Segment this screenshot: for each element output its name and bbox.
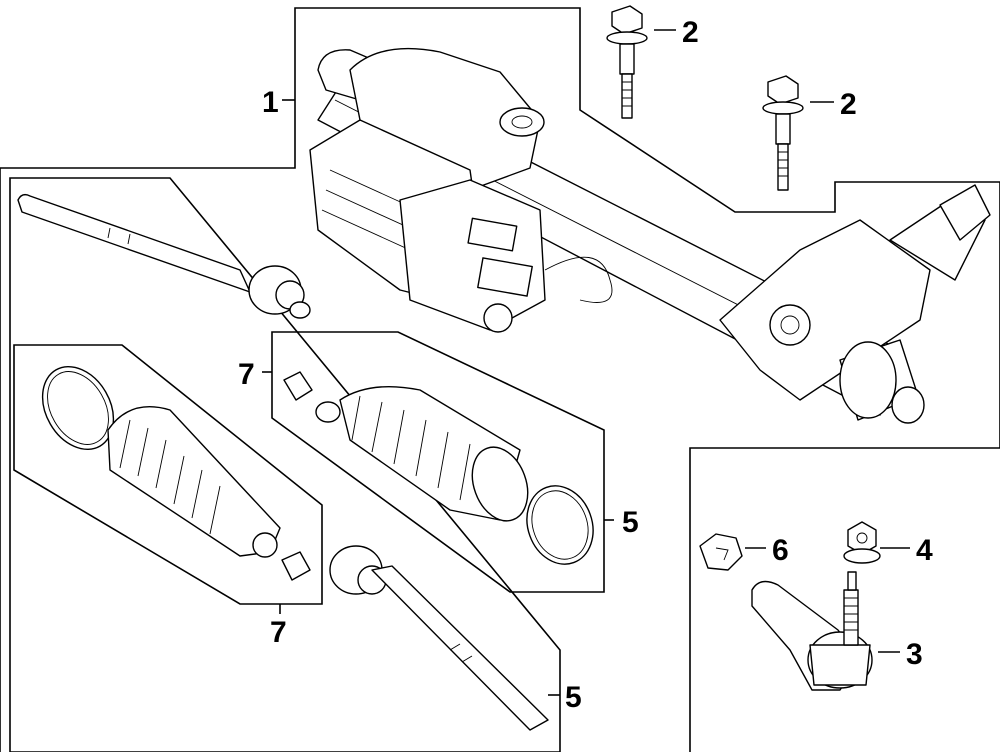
boot-left bbox=[41, 365, 311, 581]
right-boot-group-outline bbox=[271, 331, 605, 593]
inner-tie-rod-lower bbox=[329, 545, 549, 731]
tie-rod-end-nut bbox=[843, 521, 881, 564]
inner-tie-rod-upper bbox=[17, 193, 311, 319]
callout-7-upper: 7 bbox=[238, 358, 255, 391]
callout-6: 6 bbox=[772, 534, 789, 567]
jam-nut bbox=[699, 533, 743, 571]
group-outlines bbox=[0, 7, 1000, 752]
callout-1: 1 bbox=[262, 86, 279, 119]
steering-gear-group-outline bbox=[0, 7, 1000, 752]
outer-tie-rod-end bbox=[751, 571, 873, 691]
left-boot-group-outline bbox=[13, 344, 323, 605]
callout-5-right-boot: 5 bbox=[622, 506, 639, 539]
boot-right bbox=[283, 371, 594, 565]
mounting-bolt-lower bbox=[762, 75, 804, 191]
callout-4: 4 bbox=[916, 534, 933, 567]
callout-5-lower-rod: 5 bbox=[565, 681, 582, 714]
inner-tie-rod-group-outline bbox=[9, 177, 561, 752]
callout-3: 3 bbox=[906, 638, 923, 671]
leader-lines bbox=[262, 29, 910, 696]
steering-gear-assembly bbox=[309, 47, 991, 424]
callout-labels: 1 2 2 3 4 5 5 6 7 7 bbox=[238, 16, 933, 714]
callout-7-lower: 7 bbox=[270, 616, 287, 649]
mounting-bolt-upper bbox=[606, 5, 648, 119]
callout-2-upper: 2 bbox=[682, 16, 699, 49]
callout-2-lower: 2 bbox=[840, 88, 857, 121]
